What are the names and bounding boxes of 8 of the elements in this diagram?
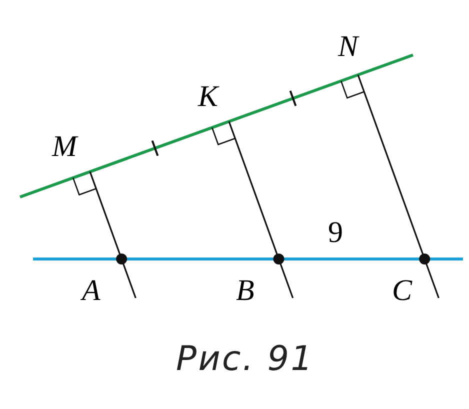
point-label: C bbox=[392, 276, 412, 306]
point-label: K bbox=[198, 82, 218, 112]
point-label: B bbox=[236, 276, 254, 306]
point-label: M bbox=[52, 132, 77, 162]
point-label: N bbox=[338, 32, 358, 62]
figure-caption: Рис. 91 bbox=[176, 342, 314, 376]
point-label: 9 bbox=[328, 218, 343, 248]
point-label: A bbox=[82, 276, 100, 306]
